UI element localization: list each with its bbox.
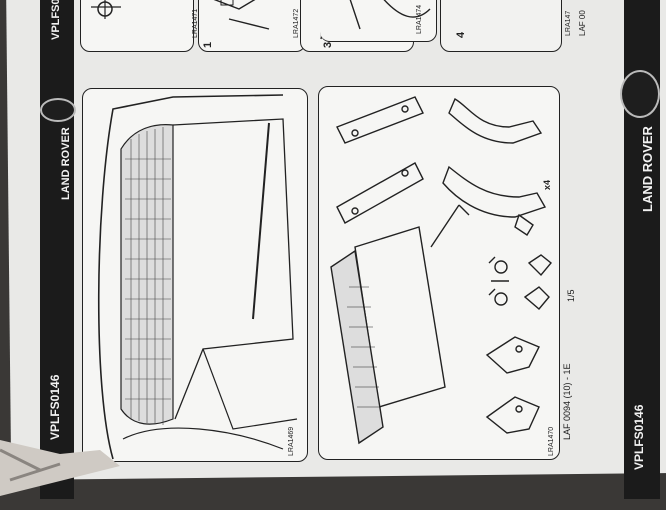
land-rover-logo-left (40, 98, 76, 122)
doc-ref-top: LAF 00 (578, 10, 587, 36)
kit-quantity-label: x4 (542, 179, 552, 190)
land-rover-logo-right (620, 70, 660, 118)
step-panel-1 (198, 0, 306, 52)
doc-code-top: VPLFS0146 (50, 0, 62, 40)
step-3-number: 3 (322, 41, 334, 48)
document-reference: LAF 0094 (10) - 1E (562, 363, 572, 440)
rug-background (0, 440, 200, 510)
brand-text-right: LAND ROVER (640, 126, 655, 212)
step-panel-top-a (80, 0, 194, 52)
step-panel-3 (320, 0, 437, 42)
doc-code-right: VPLFS0146 (632, 404, 646, 470)
step-2-figure-label: LRA1472 (293, 8, 300, 38)
step-3-figure-label: LRA1474 (416, 4, 423, 34)
step-1-number: 1 (202, 41, 214, 48)
doc-code-left: VPLFS0146 (48, 374, 62, 440)
kit-figure-label: LRA1470 (548, 426, 555, 456)
brand-text-left: LAND ROVER (60, 127, 72, 200)
installed-figure-label: LRA1469 (288, 426, 295, 456)
step-4-number: 4 (455, 31, 467, 38)
page-number: 1/5 (566, 289, 576, 302)
step-panel-4 (440, 0, 562, 52)
left-title-band (40, 0, 74, 499)
step-4-figure-label: LRA147 (565, 10, 572, 36)
step-1-figure-label: LRA1471 (192, 8, 199, 38)
installed-view-panel (82, 88, 308, 462)
kit-contents-panel (318, 86, 560, 460)
